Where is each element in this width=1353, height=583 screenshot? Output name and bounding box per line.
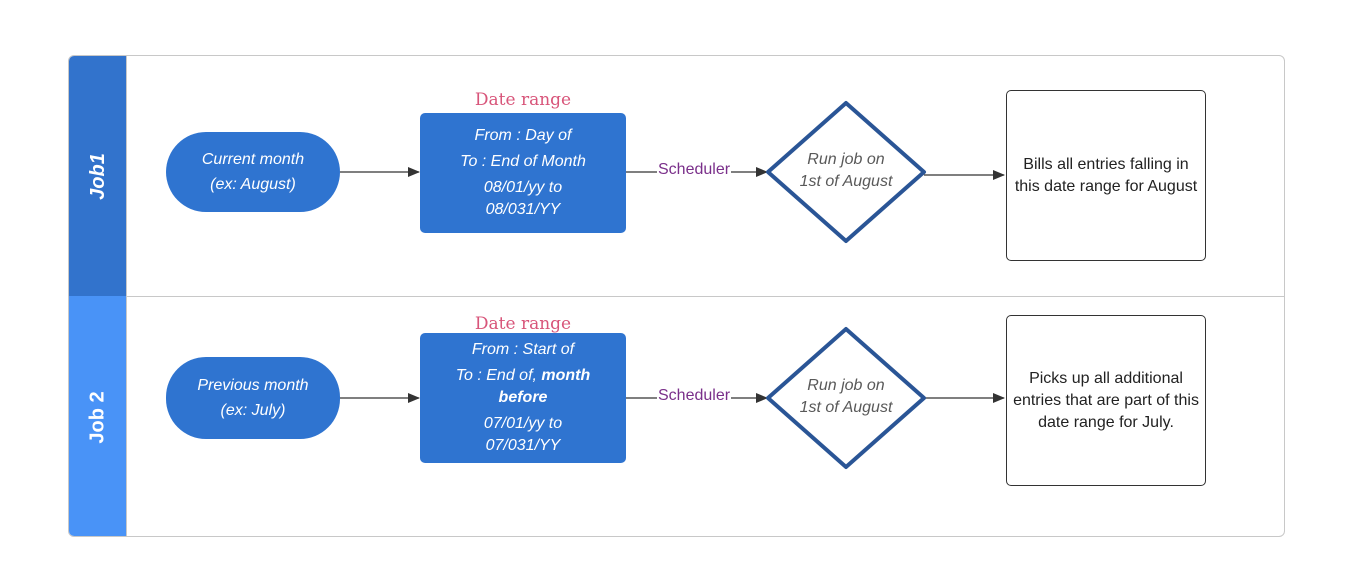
input-line1-2: Previous month	[197, 377, 309, 394]
range-dates-start-1: 08/01/yy to	[483, 179, 563, 196]
range-dates-end-1: 08/031/YY	[485, 201, 561, 218]
decision-line1-2: Run job on	[807, 377, 885, 394]
range-to-2: To : End of, month	[456, 365, 591, 387]
input-terminal-2: Previous month (ex: July)	[166, 357, 340, 439]
range-to-1: To : End of Month	[460, 153, 586, 170]
date-range-label-2: Date range	[474, 314, 572, 334]
decision-line2-1: 1st of August	[799, 173, 893, 190]
decision-line1-1: Run job on	[807, 151, 885, 168]
decision-diamond-1	[766, 101, 926, 243]
decision-diamond-2	[766, 327, 926, 469]
lane-divider	[127, 296, 1284, 297]
scheduler-label-1: Scheduler	[657, 161, 732, 179]
range-from-2: From : Start of	[471, 341, 575, 358]
input-line1-1: Current month	[201, 151, 305, 168]
lane-header-job1: Job1	[69, 56, 127, 296]
range-dates-start-2: 07/01/yy to	[483, 415, 563, 432]
range-to-bold-2: month	[541, 367, 591, 384]
input-terminal-1: Current month (ex: August)	[166, 132, 340, 212]
range-to-cont-2: before	[499, 387, 548, 409]
date-range-box-1: From : Day of To : End of Month 08/01/yy…	[420, 113, 626, 233]
range-to-text-2: To : End of,	[455, 367, 542, 384]
output-text-2: Picks up all additional entries that are…	[1013, 369, 1199, 431]
lane-header-job2: Job 2	[69, 296, 127, 536]
date-range-label-1: Date range	[474, 90, 572, 110]
date-range-box-2: From : Start of To : End of, month befor…	[420, 333, 626, 463]
output-box-1: Bills all entries falling in this date r…	[1006, 90, 1206, 261]
lane-header-separator	[126, 56, 127, 536]
decision-text-1: Run job on 1st of August	[771, 149, 921, 193]
input-line2-2: (ex: July)	[220, 402, 286, 419]
output-text-1: Bills all entries falling in this date r…	[1014, 155, 1198, 195]
decision-text-2: Run job on 1st of August	[771, 375, 921, 419]
range-from-1: From : Day of	[474, 127, 572, 144]
range-to-bold-cont-2: before	[498, 389, 548, 406]
decision-line2-2: 1st of August	[799, 399, 893, 416]
range-dates-end-2: 07/031/YY	[485, 437, 561, 454]
input-line2-1: (ex: August)	[210, 176, 296, 193]
output-box-2: Picks up all additional entries that are…	[1006, 315, 1206, 486]
scheduler-label-2: Scheduler	[657, 387, 732, 405]
swimlane-frame: Job1 Job 2	[68, 55, 1285, 537]
